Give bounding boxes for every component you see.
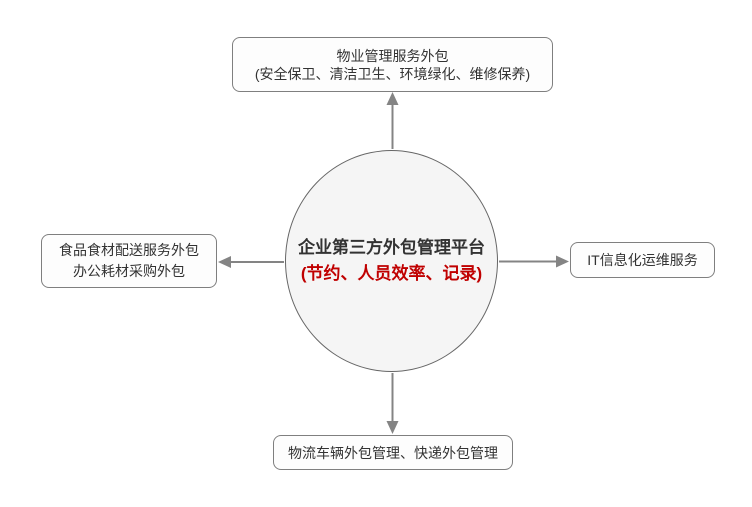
platform-title: 企业第三方外包管理平台 <box>298 238 485 257</box>
node-property-management-outsourcing: 物业管理服务外包 (安全保卫、清洁卫生、环境绿化、维修保养) <box>232 37 553 92</box>
node-label: 食品食材配送服务外包 <box>59 242 199 258</box>
node-label: 物业管理服务外包 <box>336 47 449 64</box>
central-platform-node: 企业第三方外包管理平台 (节约、人员效率、记录) <box>285 150 498 372</box>
platform-subtitle: (节约、人员效率、记录) <box>300 264 483 283</box>
arrow-right-icon <box>499 255 569 268</box>
arrow-down-icon <box>386 373 399 434</box>
node-sublabel: 办公耗材采购外包 <box>73 263 185 279</box>
node-food-and-supplies-outsourcing: 食品食材配送服务外包 办公耗材采购外包 <box>41 234 217 288</box>
node-label: IT信息化运维服务 <box>587 252 698 268</box>
node-sublabel: (安全保卫、清洁卫生、环境绿化、维修保养) <box>254 65 531 82</box>
arrow-left-icon <box>218 256 284 268</box>
node-it-operations-service: IT信息化运维服务 <box>570 242 715 278</box>
node-logistics-express-outsourcing: 物流车辆外包管理、快递外包管理 <box>273 435 513 470</box>
node-label: 物流车辆外包管理、快递外包管理 <box>288 444 498 461</box>
arrow-up-icon <box>386 92 399 149</box>
